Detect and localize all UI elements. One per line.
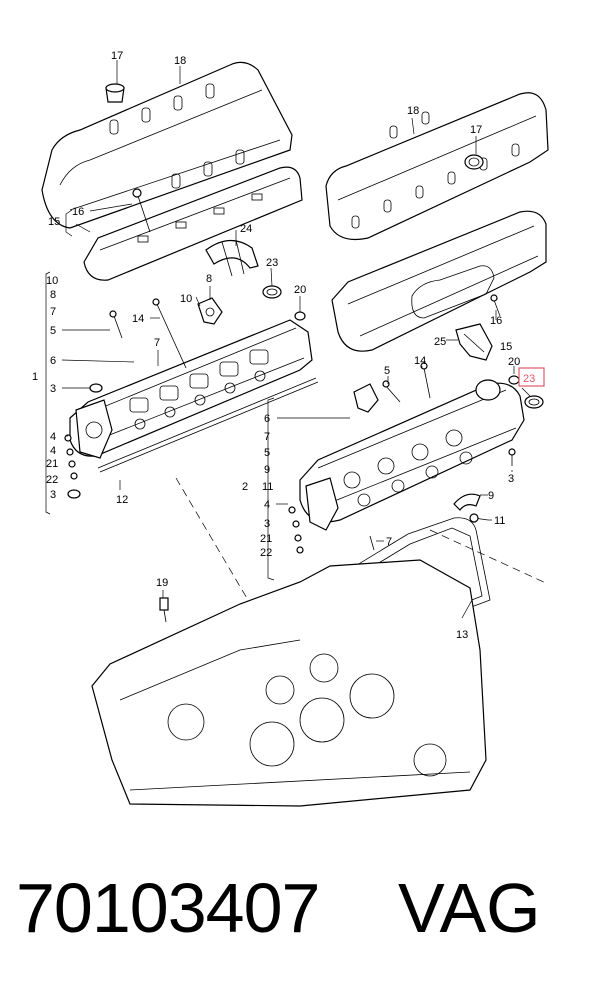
seal-left-23 bbox=[262, 285, 282, 299]
callout-12: 12 bbox=[116, 494, 128, 506]
part-number: 70103407 bbox=[16, 869, 320, 947]
engine-cover-left bbox=[41, 61, 293, 229]
bolt-left-16 bbox=[132, 188, 151, 233]
valve-cover-left bbox=[83, 166, 303, 281]
group-brackets bbox=[45, 209, 275, 581]
callout-15-right: 15 bbox=[500, 341, 512, 353]
bolt-right-14 bbox=[420, 362, 431, 399]
cylinder-head-right bbox=[299, 379, 525, 531]
fitting-right-3 bbox=[508, 448, 516, 466]
callout-labels: 17 18 16 15 24 23 8 20 10 14 7 10 8 7 5 … bbox=[32, 50, 535, 641]
callout-1: 1 bbox=[32, 371, 38, 383]
valve-cover-right bbox=[331, 210, 547, 352]
callout-8-left: 8 bbox=[206, 273, 212, 285]
small-parts-left bbox=[64, 434, 81, 499]
callout-18-left: 18 bbox=[174, 55, 186, 67]
bracket-24 bbox=[205, 239, 259, 277]
callout-23-right: 23 bbox=[523, 373, 535, 385]
callout-14-right: 14 bbox=[414, 355, 426, 367]
bolt-left-14 bbox=[152, 298, 187, 369]
guide-lines bbox=[175, 477, 549, 601]
callout-16-left: 16 bbox=[72, 206, 84, 218]
callout-8-list: 8 bbox=[50, 289, 56, 301]
callout-11-right: 11 bbox=[494, 515, 505, 527]
callout-3-list-b: 3 bbox=[50, 489, 56, 501]
callout-22-list: 22 bbox=[46, 474, 58, 486]
ring-right-20 bbox=[508, 375, 520, 385]
callout-17-right: 17 bbox=[470, 124, 482, 136]
callout-6-right-list: 6 bbox=[264, 413, 270, 425]
seal-right-23 bbox=[524, 395, 544, 409]
callout-2: 2 bbox=[242, 481, 248, 493]
callout-20-left: 20 bbox=[294, 284, 306, 296]
callout-13: 13 bbox=[456, 629, 468, 641]
cap-plug-right bbox=[464, 154, 484, 170]
bolt-right-16 bbox=[490, 294, 501, 317]
callout-5-right-list: 5 bbox=[264, 447, 270, 459]
callout-17-left: 17 bbox=[111, 50, 123, 62]
brand-label: VAG bbox=[398, 869, 541, 947]
callout-9-right: 9 bbox=[488, 490, 494, 502]
callout-23-left: 23 bbox=[266, 257, 278, 269]
callout-4-right-list: 4 bbox=[264, 499, 270, 511]
callout-11-right-list: 11 bbox=[262, 481, 273, 493]
callout-25: 25 bbox=[434, 336, 446, 348]
callout-19: 19 bbox=[156, 577, 168, 589]
callout-7-right-list: 7 bbox=[264, 431, 270, 443]
fitting-left-3 bbox=[89, 383, 103, 393]
callout-5-list: 5 bbox=[50, 325, 56, 337]
small-parts-right bbox=[288, 506, 375, 554]
callout-9-right-list: 9 bbox=[264, 464, 270, 476]
callout-4-list-a: 4 bbox=[50, 431, 56, 443]
bolt-right-5 bbox=[382, 380, 401, 403]
sensor-19 bbox=[159, 597, 169, 623]
callout-10-list: 10 bbox=[46, 275, 58, 287]
callout-20-right: 20 bbox=[508, 356, 520, 368]
callout-3-list: 3 bbox=[50, 383, 56, 395]
highlight-box bbox=[518, 367, 545, 387]
engine-block bbox=[91, 559, 487, 807]
callout-14-left: 14 bbox=[132, 313, 144, 325]
callout-7-list: 7 bbox=[50, 306, 56, 318]
callout-16-right: 16 bbox=[490, 315, 502, 327]
callout-24: 24 bbox=[240, 223, 252, 235]
pipe-right-9 bbox=[453, 493, 481, 511]
callout-5-right: 5 bbox=[384, 365, 390, 377]
gasket-left-12 bbox=[97, 377, 319, 473]
callout-4-list-b: 4 bbox=[50, 445, 56, 457]
cap-plug-left bbox=[105, 83, 125, 103]
leader-lines bbox=[61, 60, 531, 619]
callout-10-left: 10 bbox=[180, 293, 192, 305]
callout-7-right: 7 bbox=[386, 536, 392, 548]
bolt-left-5 bbox=[109, 310, 123, 339]
callout-7-left: 7 bbox=[154, 337, 160, 349]
engine-cover-right bbox=[325, 92, 549, 241]
clip-right-8 bbox=[353, 383, 379, 413]
callout-3-right-list: 3 bbox=[264, 518, 270, 530]
clip-left-8 bbox=[197, 297, 223, 325]
callout-15-left: 15 bbox=[48, 216, 60, 228]
callout-6-list: 6 bbox=[50, 355, 56, 367]
callout-3-right: 3 bbox=[508, 473, 514, 485]
callout-22-right-list: 22 bbox=[260, 547, 272, 559]
bolt-right-11 bbox=[469, 513, 489, 523]
cylinder-head-left bbox=[69, 319, 313, 459]
ring-left-20 bbox=[294, 311, 306, 321]
footer: 70103407 VAG bbox=[0, 868, 600, 978]
callout-21-list: 21 bbox=[46, 458, 58, 470]
callout-21-right-list: 21 bbox=[260, 533, 272, 545]
bracket-25 bbox=[455, 323, 493, 361]
engine-exploded-diagram: 17 18 16 15 24 23 8 20 10 14 7 10 8 7 5 … bbox=[32, 50, 549, 807]
callout-18-right: 18 bbox=[407, 105, 419, 117]
